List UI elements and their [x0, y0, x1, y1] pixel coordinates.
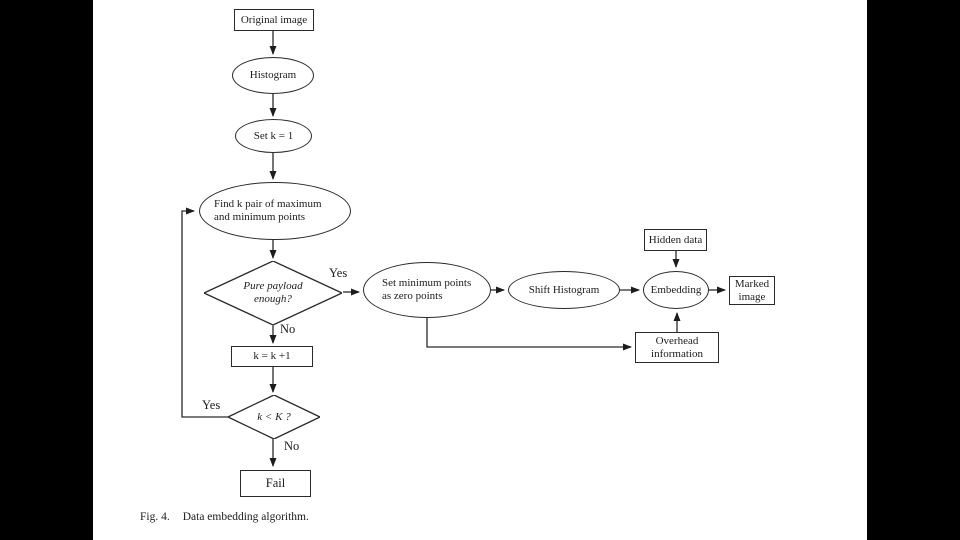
node-original-image-label: Original image: [240, 13, 308, 26]
node-hidden-data-label: Hidden data: [648, 233, 703, 246]
node-set-minimum-points: Set minimum points as zero points: [363, 262, 491, 318]
node-overhead-information-line2: information: [651, 347, 703, 360]
node-find-k-pair: Find k pair of maximum and minimum point…: [199, 182, 351, 240]
node-hidden-data: Hidden data: [644, 229, 707, 251]
node-pure-payload-text: Pure payload enough?: [204, 261, 342, 325]
node-set-minimum-points-line1: Set minimum points: [382, 277, 472, 289]
node-fail-label: Fail: [265, 476, 286, 490]
diamond-shape: [228, 395, 320, 439]
node-k-check-text: k < K ?: [228, 395, 320, 439]
node-pure-payload-line1: Pure payload: [243, 280, 303, 292]
node-set-k: Set k = 1: [235, 119, 312, 153]
node-histogram-label: Histogram: [249, 69, 297, 81]
node-histogram: Histogram: [232, 57, 314, 94]
figure-caption-label: Fig. 4.: [140, 511, 170, 523]
node-find-k-pair-line2: and minimum points: [214, 211, 306, 223]
node-set-k-label: Set k = 1: [253, 129, 294, 142]
edge-label-payload-no: No: [280, 322, 296, 336]
node-marked-image-line1: Marked: [734, 277, 770, 290]
edge-label-payload-yes: Yes: [329, 266, 348, 280]
node-pure-payload-line2: enough?: [254, 293, 292, 305]
node-shift-histogram-label: Shift Histogram: [528, 283, 600, 296]
node-set-minimum-points-line2: as zero points: [382, 290, 443, 302]
figure-caption-text: Data embedding algorithm.: [182, 511, 309, 523]
node-marked-image: Marked image: [729, 276, 775, 305]
diamond-shape: [204, 261, 342, 325]
node-fail: Fail: [240, 470, 311, 497]
edge-label-kcheck-yes: Yes: [202, 398, 221, 412]
node-original-image: Original image: [234, 9, 314, 31]
node-k-increment-label: k = k +1: [253, 350, 291, 362]
node-pure-payload-decision: Pure payload enough?: [204, 261, 342, 325]
node-k-check-decision: k < K ?: [228, 395, 320, 439]
node-find-k-pair-line1: Find k pair of maximum: [214, 198, 322, 210]
edge-label-kcheck-no: No: [284, 439, 300, 453]
node-overhead-information-line1: Overhead: [655, 334, 699, 347]
figure-caption: Fig. 4. Data embedding algorithm.: [140, 511, 309, 523]
node-marked-image-line2: image: [738, 290, 766, 303]
node-shift-histogram: Shift Histogram: [508, 271, 620, 309]
node-overhead-information: Overhead information: [635, 332, 719, 363]
node-embedding: Embedding: [643, 271, 709, 309]
node-k-increment: k = k +1: [231, 346, 313, 367]
node-embedding-label: Embedding: [650, 283, 702, 296]
node-k-check-label: k < K ?: [257, 410, 291, 423]
